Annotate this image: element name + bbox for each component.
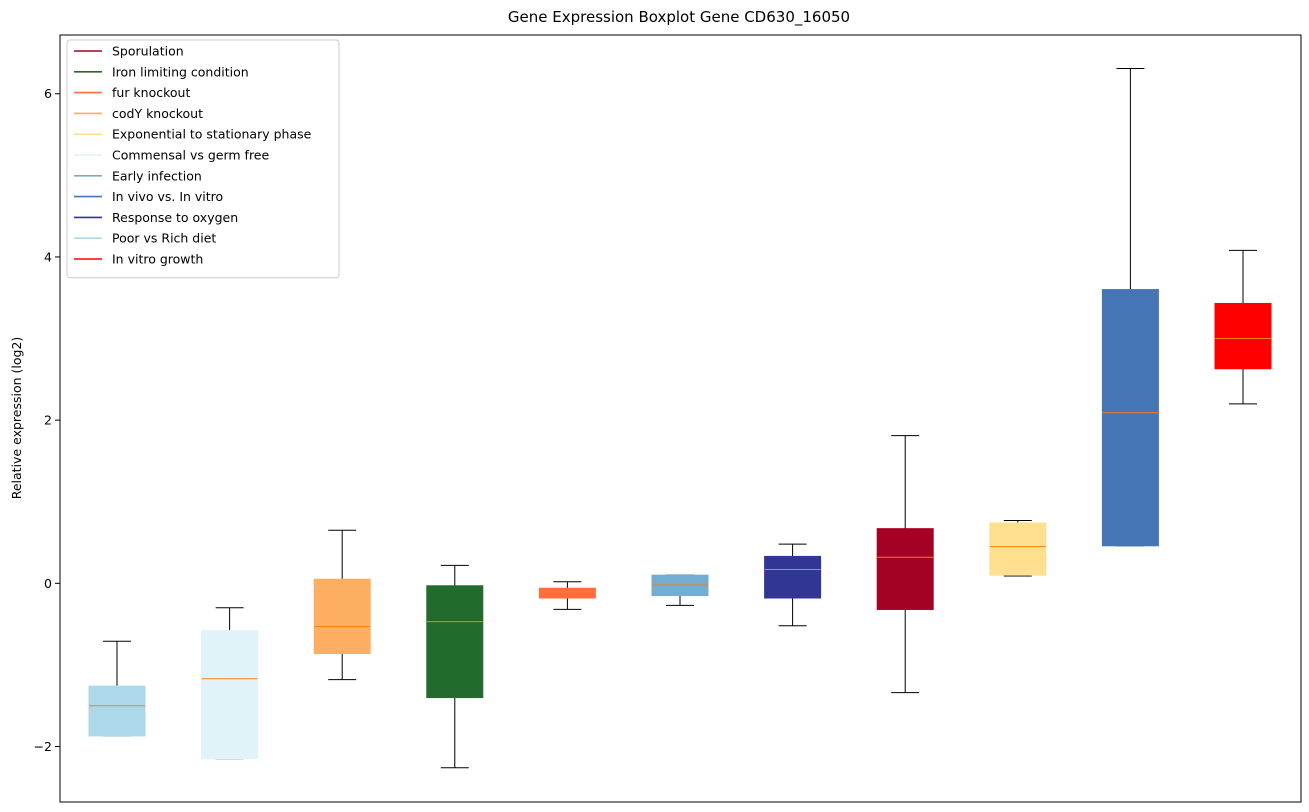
box-rect [538, 587, 596, 599]
box-5 [538, 581, 596, 610]
legend-item: Response to oxygen [74, 210, 238, 225]
legend-label: In vivo vs. In vitro [112, 189, 223, 204]
box-6 [651, 574, 709, 606]
y-tick-label: 0 [44, 576, 52, 591]
y-tick-label: −2 [34, 739, 52, 754]
legend-label: codY knockout [112, 106, 203, 121]
y-tick-label: 2 [44, 413, 52, 428]
y-tick-label: 6 [44, 86, 52, 101]
legend-label: Iron limiting condition [112, 64, 249, 79]
box-rect [201, 630, 259, 760]
box-rect [764, 555, 822, 599]
box-9 [989, 519, 1047, 577]
box-1 [88, 640, 146, 737]
legend-item: Exponential to stationary phase [74, 127, 312, 142]
legend-item: Sporulation [74, 44, 184, 59]
box-4 [426, 564, 484, 769]
box-rect [313, 578, 371, 654]
legend-frame [66, 39, 340, 279]
legend-label: Poor vs Rich diet [112, 231, 216, 246]
y-tick-label: 4 [44, 249, 52, 264]
box-rect [989, 522, 1047, 576]
box-rect [1101, 289, 1159, 547]
legend-item: codY knockout [74, 106, 203, 121]
legend-label: In vitro growth [112, 252, 203, 267]
legend-label: Commensal vs germ free [112, 148, 269, 163]
legend-item: In vivo vs. In vitro [74, 189, 223, 204]
box-rect [1214, 302, 1272, 370]
legend-item: In vitro growth [74, 252, 203, 267]
box-2 [201, 607, 259, 760]
legend-item: Iron limiting condition [74, 64, 249, 79]
box-8 [876, 435, 934, 694]
legend-item: fur knockout [74, 85, 190, 100]
box-rect [88, 685, 146, 737]
legend-item: Poor vs Rich diet [74, 231, 216, 246]
box-11 [1214, 249, 1272, 405]
legend-label: Exponential to stationary phase [112, 127, 312, 142]
box-3 [313, 529, 371, 681]
y-axis: −2 0 2 4 6 [34, 86, 60, 754]
box-rect [426, 585, 484, 699]
boxes [88, 67, 1272, 769]
legend-label: Sporulation [112, 44, 184, 59]
box-7 [764, 543, 822, 627]
plot-frame [59, 34, 1302, 803]
legend-item: Early infection [74, 168, 202, 183]
legend-label: Early infection [112, 168, 202, 183]
legend-item: Commensal vs germ free [74, 148, 269, 163]
chart-title: Gene Expression Boxplot Gene CD630_16050 [508, 8, 850, 27]
box-10 [1101, 67, 1159, 547]
legend-label: fur knockout [112, 85, 190, 100]
y-axis-label: Relative expression (log2) [9, 337, 24, 500]
legend-label: Response to oxygen [112, 210, 238, 225]
box-rect [876, 528, 934, 610]
